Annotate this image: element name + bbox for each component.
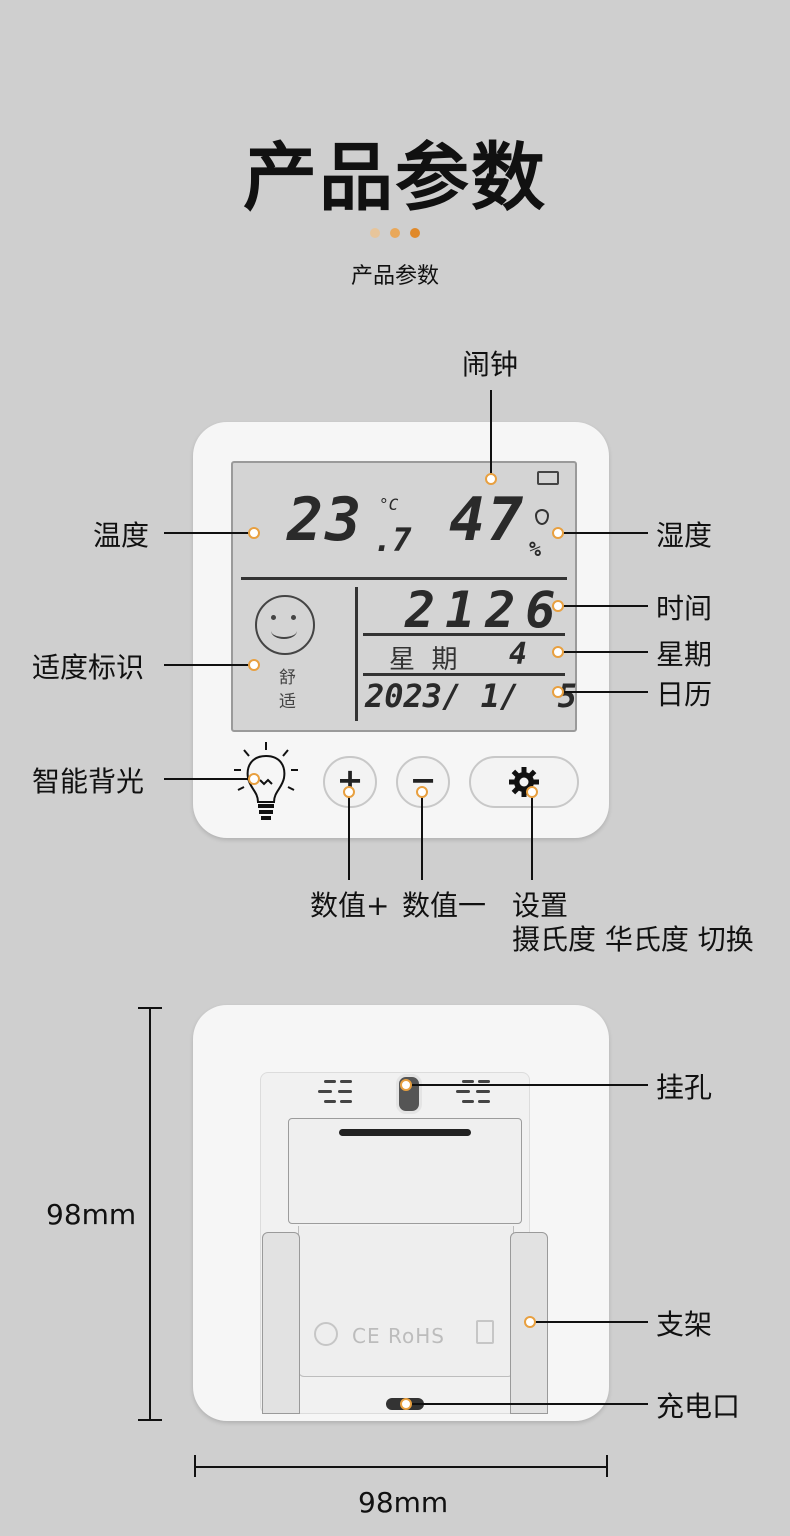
callout-value-plus: 数值+ [310, 889, 390, 922]
dimension-width-line [194, 1466, 608, 1468]
point-hang-hole [400, 1079, 412, 1091]
point-plus [343, 786, 355, 798]
point-humidity [552, 527, 564, 539]
leader-hang-hole [410, 1084, 648, 1086]
callout-settings-2: 摄氏度 华氏度 切换 [512, 923, 754, 956]
dot-2 [390, 228, 400, 238]
page-subtitle: 产品参数 [350, 264, 439, 289]
lcd-humidity: 47 [449, 485, 526, 555]
leader-weekday [562, 651, 648, 653]
point-minus [416, 786, 428, 798]
settings-button[interactable] [469, 756, 579, 808]
minus-button[interactable]: − [396, 756, 450, 808]
callout-hang-hole: 挂孔 [656, 1071, 713, 1104]
lcd-divider-time [363, 633, 565, 636]
weee-bin-icon [476, 1320, 494, 1344]
lcd-date: 2023/ 1/ 5 [365, 677, 577, 715]
point-time [552, 600, 564, 612]
callout-temperature: 温度 [93, 519, 150, 552]
dimension-height-cap-top [138, 1007, 162, 1009]
vent-left [318, 1080, 354, 1110]
callout-humidity: 湿度 [656, 519, 713, 552]
dimension-width-cap-right [606, 1455, 608, 1477]
lcd-weekday-label: 星 期 [389, 645, 458, 675]
lcd-divider-week [363, 673, 565, 676]
point-alarm [485, 473, 497, 485]
lcd-temperature: 23 [287, 485, 364, 555]
stand [298, 1226, 514, 1377]
point-weekday [552, 646, 564, 658]
dimension-height-line [149, 1007, 151, 1420]
callout-stand: 支架 [656, 1308, 713, 1341]
lcd-divider-h [241, 577, 567, 580]
leader-plus [348, 792, 350, 880]
callout-value-minus: 数值一 [402, 889, 487, 922]
comfort-text-2: 适 [279, 692, 296, 712]
callout-time: 时间 [656, 592, 713, 625]
dot-1 [370, 228, 380, 238]
lcd-time: 2126 [405, 581, 566, 639]
dimension-height-cap-bottom [138, 1419, 162, 1421]
stand-hinge-left [262, 1232, 300, 1414]
leader-stand [534, 1321, 648, 1323]
leader-alarm [490, 390, 492, 478]
point-backlight [248, 773, 260, 785]
dimension-width: 98mm [358, 1486, 449, 1519]
title-dots [370, 228, 430, 240]
lcd-divider-v [355, 587, 358, 721]
lcd-temperature-decimal: .7 [373, 521, 412, 559]
droplet-icon [535, 509, 549, 525]
dimension-height: 98mm [46, 1198, 137, 1231]
leader-comfort [164, 664, 252, 666]
lcd-screen: 23 °C .7 47 % 舒 适 2126 星 期 4 2023/ 1/ 5 [231, 461, 577, 732]
recycle-icon [314, 1322, 338, 1346]
comfort-text-1: 舒 [279, 668, 296, 688]
dimension-width-cap-left [194, 1455, 196, 1477]
lcd-weekday-value: 4 [509, 637, 528, 672]
point-calendar [552, 686, 564, 698]
battery-cover [288, 1118, 522, 1224]
comfort-face-icon [255, 595, 315, 655]
callout-backlight: 智能背光 [32, 765, 145, 798]
point-settings [526, 786, 538, 798]
point-stand [524, 1316, 536, 1328]
lcd-humidity-unit: % [529, 537, 542, 561]
callout-alarm: 闹钟 [462, 348, 519, 381]
leader-time [562, 605, 648, 607]
certification-marks: CE RoHS [352, 1324, 445, 1348]
backlight-bulb-icon[interactable] [230, 740, 302, 824]
dot-3 [410, 228, 420, 238]
point-charge-port [400, 1398, 412, 1410]
leader-backlight [164, 778, 252, 780]
leader-temperature [164, 532, 252, 534]
callout-weekday: 星期 [656, 638, 713, 671]
leader-settings [531, 792, 533, 880]
plus-button[interactable]: + [323, 756, 377, 808]
point-comfort [248, 659, 260, 671]
callout-calendar: 日历 [656, 678, 713, 711]
leader-charge-port [410, 1403, 648, 1405]
leader-calendar [562, 691, 648, 693]
page-title: 产品参数 [243, 135, 547, 221]
callout-settings-1: 设置 [512, 889, 569, 922]
battery-icon [537, 471, 559, 485]
point-temperature [248, 527, 260, 539]
callout-charge-port: 充电口 [656, 1390, 741, 1423]
vent-right [456, 1080, 492, 1110]
callout-comfort: 适度标识 [32, 651, 145, 684]
lcd-temperature-unit: °C [379, 495, 399, 514]
leader-minus [421, 792, 423, 880]
leader-humidity [562, 532, 648, 534]
